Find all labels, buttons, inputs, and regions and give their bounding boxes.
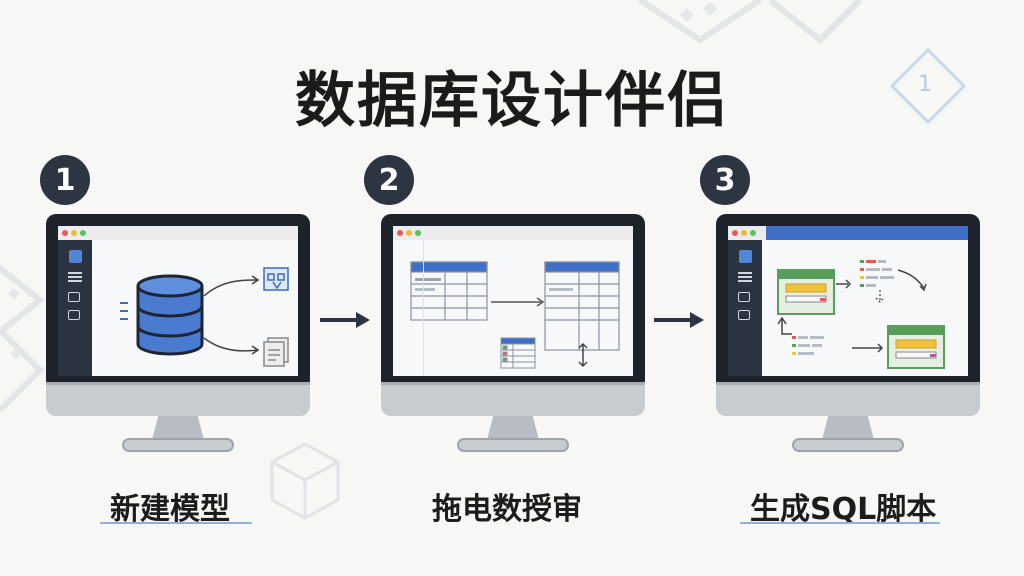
label-underline xyxy=(100,522,252,524)
monitor-base xyxy=(457,438,569,452)
monitor-neck xyxy=(487,416,539,440)
screen-drag-tables xyxy=(393,226,633,376)
database-illustration xyxy=(120,267,289,367)
screen-new-model xyxy=(58,226,298,376)
step-3-badge: 3 xyxy=(700,155,750,205)
database-icon xyxy=(136,274,204,356)
table-diagram xyxy=(410,261,620,369)
monitor-step-1 xyxy=(46,214,310,458)
menu-icon[interactable] xyxy=(68,272,82,274)
sidebar-app-icon[interactable] xyxy=(739,250,752,263)
monitor-base xyxy=(792,438,904,452)
document-stack-icon xyxy=(263,337,289,367)
window-titlebar xyxy=(58,226,298,240)
sql-generation-diagram xyxy=(777,260,945,369)
form-card-right xyxy=(887,325,945,369)
cube-outline-icon xyxy=(270,442,340,520)
screen-generate-sql xyxy=(728,226,968,376)
table-entity-right xyxy=(544,261,620,351)
model-canvas xyxy=(92,240,298,376)
home-icon[interactable] xyxy=(68,310,80,320)
window-titlebar xyxy=(393,226,633,240)
page-title: 数据库设计伴侣 xyxy=(295,66,729,136)
step-2-badge: 2 xyxy=(364,155,414,205)
step-3-label: 生成SQL脚本 xyxy=(750,492,937,527)
monitor-neck xyxy=(822,416,874,440)
file-icon[interactable] xyxy=(68,292,80,302)
sidebar-app-icon[interactable] xyxy=(69,250,82,263)
monitor-chin xyxy=(716,382,980,416)
corner-diamond-icon xyxy=(889,47,967,125)
mini-table-icon xyxy=(500,337,536,369)
home-icon[interactable] xyxy=(738,310,750,320)
arrow-right-icon xyxy=(654,312,704,328)
arrow-right-icon xyxy=(320,312,370,328)
vertical-resize-icon xyxy=(578,342,588,368)
label-underline xyxy=(740,522,940,524)
step-1-label: 新建模型 xyxy=(110,492,230,527)
sql-canvas xyxy=(762,240,968,376)
monitor-chin xyxy=(46,382,310,416)
monitor-step-2 xyxy=(381,214,645,458)
monitor-neck xyxy=(152,416,204,440)
code-lines-top xyxy=(860,260,894,287)
step-1-badge: 1 xyxy=(40,155,90,205)
code-lines-bottom xyxy=(792,336,824,355)
monitor-chin xyxy=(381,382,645,416)
form-card-left xyxy=(777,269,835,315)
step-2-label: 拖电数授审 xyxy=(432,492,582,527)
app-sidebar xyxy=(58,240,92,376)
monitor-base xyxy=(122,438,234,452)
schema-diagram-icon xyxy=(263,267,289,291)
monitor-step-3 xyxy=(716,214,980,458)
design-canvas xyxy=(393,240,633,376)
menu-icon[interactable] xyxy=(738,272,752,274)
app-sidebar xyxy=(728,240,762,376)
window-titlebar xyxy=(728,226,968,240)
copy-icon[interactable] xyxy=(738,292,750,302)
corner-diamond-number: 1 xyxy=(918,72,932,97)
